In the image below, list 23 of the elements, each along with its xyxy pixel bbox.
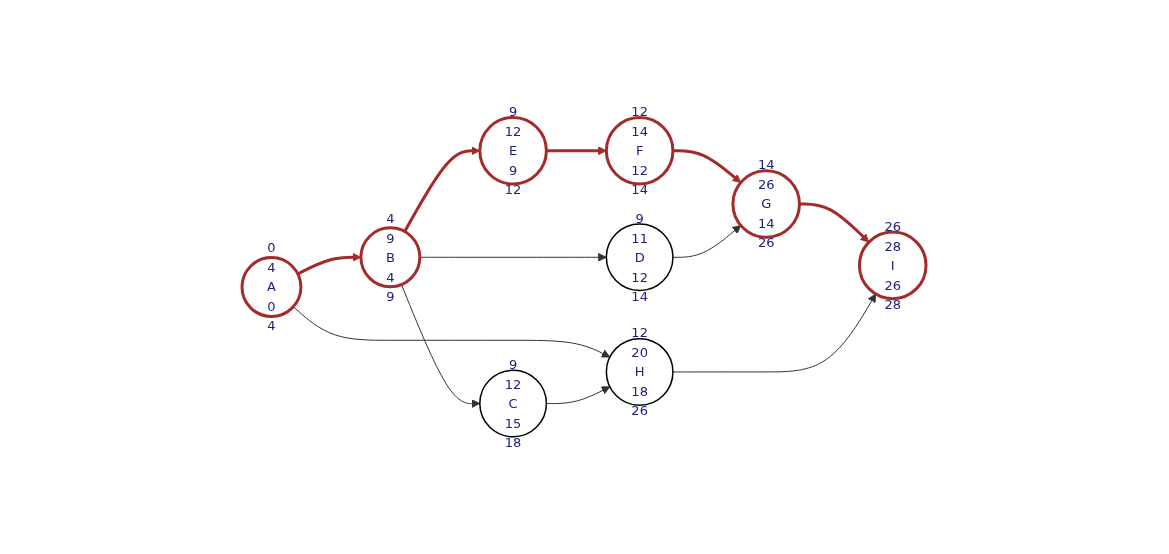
node-label: 9 <box>509 356 518 372</box>
node-label: 9 <box>386 288 395 304</box>
node-label: 4 <box>267 318 277 334</box>
node-circle: 11 D 12 <box>606 223 675 292</box>
node-circle: 4 A 0 <box>241 255 303 318</box>
node-label: 26 <box>631 403 649 419</box>
arrow <box>293 306 611 358</box>
arrow <box>546 146 608 155</box>
node-circle: 12 C 15 <box>479 369 548 438</box>
arrow <box>673 149 742 183</box>
arrow <box>799 202 870 243</box>
node-circle: 20 H 18 <box>606 337 675 406</box>
arrow <box>546 386 611 404</box>
node-label: 9 <box>635 210 645 226</box>
node-circle: 26 G 14 <box>731 169 802 239</box>
arrow <box>297 252 362 276</box>
node-circle: 9 B 4 <box>359 226 422 289</box>
node-circle: 28 I 26 <box>858 230 928 300</box>
node-label: 0 <box>267 240 277 256</box>
node-circle: 12 E 9 <box>478 115 549 186</box>
arrow <box>403 146 481 233</box>
node-label: 4 <box>386 210 395 226</box>
node-circle: 14 F 12 <box>605 115 675 186</box>
